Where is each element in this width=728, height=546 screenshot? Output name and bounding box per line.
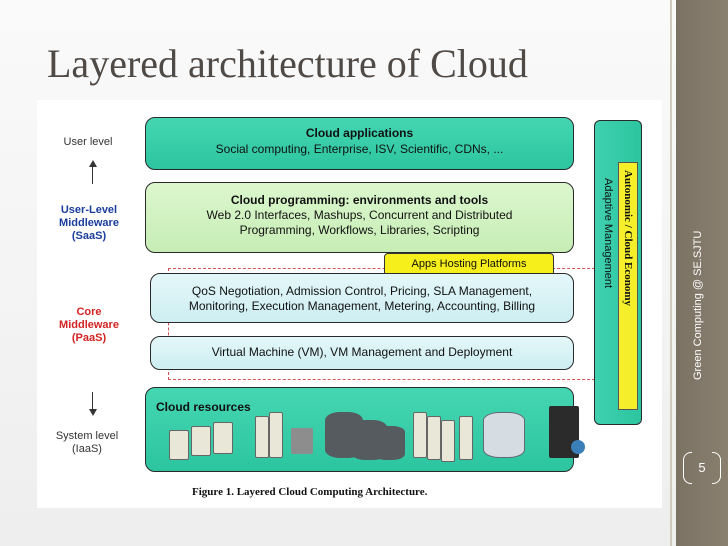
down-arrow-head	[89, 409, 97, 416]
globe-icon	[571, 440, 585, 454]
paas-label: Core Middleware (PaaS)	[59, 306, 119, 344]
up-arrow-head	[89, 160, 97, 167]
qos-management-layer: QoS Negotiation, Admission Control, Pric…	[150, 273, 574, 323]
architecture-diagram: User level User-Level Middleware (SaaS) …	[37, 100, 662, 508]
cloud-economy-strip	[618, 162, 638, 410]
page-number: 5	[683, 452, 721, 484]
footer-text: Green Computing @ SE.SJTU	[692, 230, 704, 380]
cloud-applications-layer: Cloud applications Social computing, Ent…	[145, 117, 574, 170]
side-divider	[670, 0, 672, 546]
user-level-label: User level	[63, 136, 113, 148]
cloud-resources-title: Cloud resources	[156, 400, 251, 414]
cloud-programming-line2: Programming, Workflows, Libraries, Scrip…	[239, 223, 480, 237]
rack-icon	[269, 412, 283, 458]
server-icon	[213, 422, 233, 454]
cloud-programming-line1: Web 2.0 Interfaces, Mashups, Concurrent …	[206, 208, 513, 222]
rack-icon	[459, 416, 473, 460]
hardware-illustration	[165, 406, 585, 466]
database-icon	[483, 412, 525, 458]
page-number-value: 5	[698, 460, 706, 475]
saas-label: User-Level Middleware (SaaS)	[59, 204, 119, 242]
server-icon	[169, 430, 189, 460]
down-arrow-line	[92, 392, 93, 410]
storage-cylinder-icon	[373, 426, 405, 460]
qos-line1: QoS Negotiation, Admission Control, Pric…	[191, 284, 533, 298]
vm-management-layer: Virtual Machine (VM), VM Management and …	[150, 336, 574, 370]
left-bracket	[683, 452, 692, 484]
system-level-label: System level (IaaS)	[55, 430, 119, 455]
rack-icon	[441, 420, 455, 462]
figure-caption: Figure 1. Layered Cloud Computing Archit…	[192, 486, 428, 498]
cloud-programming-title: Cloud programming: environments and tool…	[230, 193, 489, 207]
server-icon	[191, 426, 211, 456]
rack-icon	[427, 416, 441, 460]
cloud-economy-label: Autonomic / Cloud Economy	[622, 170, 634, 306]
slide-title: Layered architecture of Cloud	[47, 41, 528, 86]
rack-icon	[413, 412, 427, 458]
qos-line2: Monitoring, Execution Management, Meteri…	[188, 299, 536, 313]
rack-icon	[255, 416, 269, 458]
up-arrow-line	[92, 166, 93, 184]
cloud-applications-title: Cloud applications	[305, 126, 414, 140]
workstation-icon	[291, 428, 313, 454]
adaptive-management-label: Adaptive Management	[602, 178, 614, 289]
cloud-applications-items: Social computing, Enterprise, ISV, Scien…	[215, 142, 504, 156]
right-bracket	[712, 452, 721, 484]
cloud-programming-layer: Cloud programming: environments and tool…	[145, 182, 574, 253]
